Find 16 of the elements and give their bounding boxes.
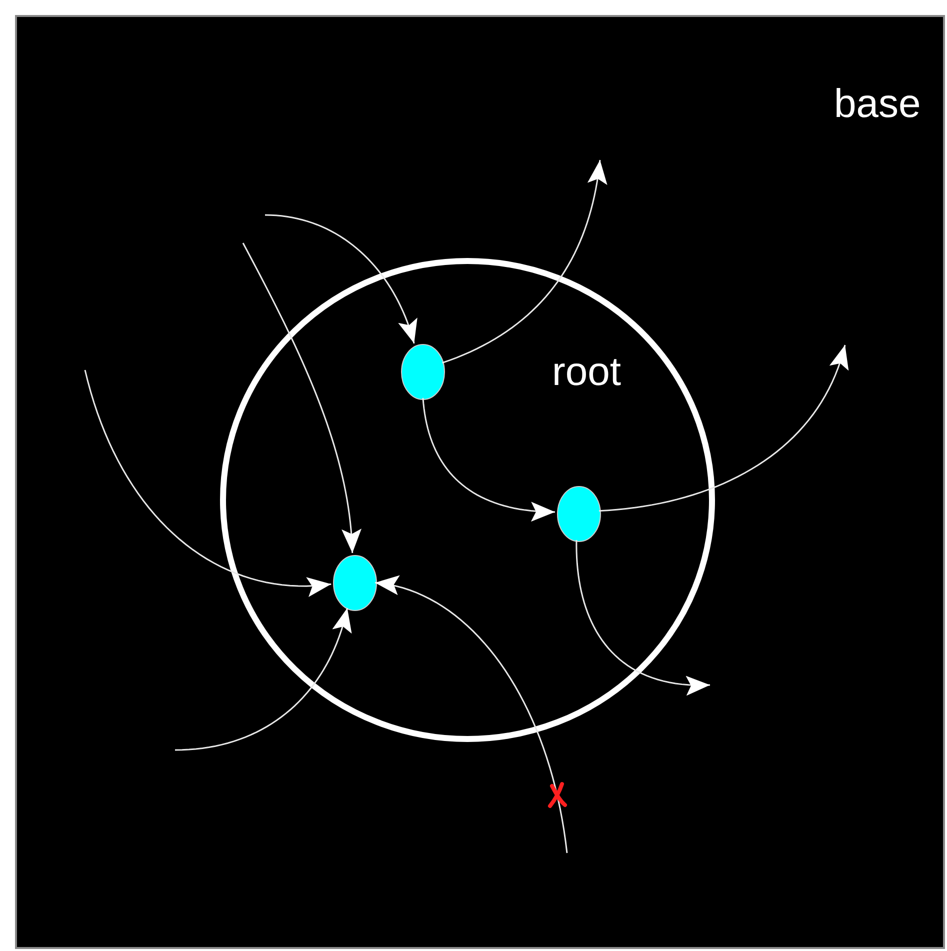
arrow [174,608,352,751]
arrow [442,160,608,364]
arrow [422,398,555,522]
node-circle [401,344,445,400]
arrow [264,214,418,344]
arrow [84,370,332,597]
panel-label: base [834,84,921,124]
arrow [374,575,568,854]
arrow [242,242,362,554]
boundary-circle [220,258,715,742]
circle-label: root [552,352,621,392]
arrow [576,540,710,696]
arrow [598,344,849,512]
node-circle [333,555,377,611]
base-panel [15,15,945,949]
node-circle [557,486,601,542]
